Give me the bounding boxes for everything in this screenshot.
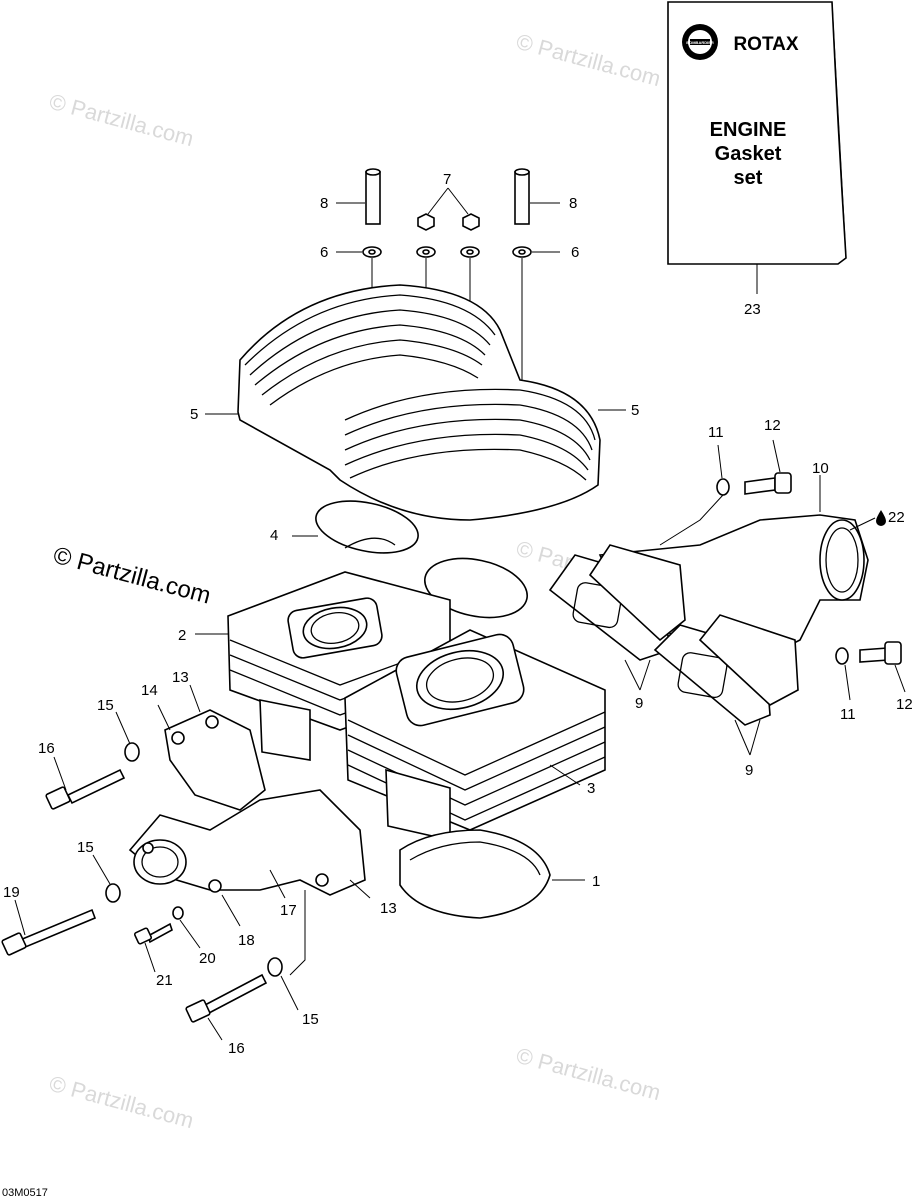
cylinder-head-stud-right xyxy=(514,168,560,225)
callout-19: 19 xyxy=(3,884,20,901)
watermark: © Partzilla.com xyxy=(47,89,197,152)
cylinder-head xyxy=(205,284,626,521)
cylinder-head-stud-left xyxy=(336,168,381,225)
callout-15c: 15 xyxy=(302,1011,319,1028)
callout-15b: 15 xyxy=(77,839,94,856)
callout-9b: 9 xyxy=(745,762,753,779)
base-gasket xyxy=(399,829,585,919)
callout-13b: 13 xyxy=(380,900,397,917)
callout-4: 4 xyxy=(270,527,278,544)
oil-drop-icon xyxy=(876,510,886,526)
brand-badge: BOMBARDIER xyxy=(686,40,714,45)
callout-2: 2 xyxy=(178,627,186,644)
cylinder-right xyxy=(344,629,606,842)
callout-23: 23 xyxy=(744,301,761,318)
callout-5b: 5 xyxy=(631,402,639,419)
callout-9a: 9 xyxy=(635,695,643,712)
callout-16a: 16 xyxy=(38,740,55,757)
gasket-set-package: BOMBARDIER ROTAX ENGINE Gasket set xyxy=(667,1,847,294)
callout-10: 10 xyxy=(812,460,829,477)
callout-11a: 11 xyxy=(708,424,724,441)
callout-20: 20 xyxy=(199,950,216,967)
callout-6b: 6 xyxy=(571,244,579,261)
watermark-main: © Partzilla.com xyxy=(50,542,213,610)
callout-13a: 13 xyxy=(172,669,189,686)
callout-7: 7 xyxy=(443,171,451,188)
drawing-code: 03M0517 xyxy=(2,1187,48,1199)
exhaust-gaskets xyxy=(548,544,799,756)
intake-manifold xyxy=(128,684,371,976)
kit-line-3: set xyxy=(734,167,763,189)
kit-line-2: Gasket xyxy=(715,143,782,165)
callout-5a: 5 xyxy=(190,406,198,423)
callout-3: 3 xyxy=(587,780,595,797)
exhaust-bolt-bottom xyxy=(835,641,906,701)
watermark: © Partzilla.com xyxy=(47,1071,197,1134)
callout-18: 18 xyxy=(238,932,255,949)
intake-fasteners xyxy=(1,711,299,1041)
callout-8a: 8 xyxy=(320,195,328,212)
washers xyxy=(336,246,560,395)
callout-6a: 6 xyxy=(320,244,328,261)
callout-12b: 12 xyxy=(896,696,913,713)
bombardier-gear-icon xyxy=(682,24,718,60)
exhaust-bolt-top xyxy=(659,439,792,546)
cylinder-head-nuts xyxy=(417,187,480,231)
watermark: © Partzilla.com xyxy=(514,29,664,92)
callout-8b: 8 xyxy=(569,195,577,212)
watermark: © Partzilla.com xyxy=(514,1043,664,1106)
callout-15a: 15 xyxy=(97,697,114,714)
callout-16b: 16 xyxy=(228,1040,245,1057)
callout-1: 1 xyxy=(592,873,600,890)
callout-21: 21 xyxy=(156,972,173,989)
callout-22: 22 xyxy=(888,509,905,526)
brand-name: ROTAX xyxy=(733,34,798,55)
callout-17: 17 xyxy=(280,902,297,919)
callout-11b: 11 xyxy=(840,706,856,723)
callouts: 1 2 3 4 5 5 6 6 7 8 8 9 9 10 11 11 12 12… xyxy=(3,171,913,1057)
callout-12a: 12 xyxy=(764,417,781,434)
kit-line-1: ENGINE xyxy=(710,119,787,141)
callout-14: 14 xyxy=(141,682,158,699)
